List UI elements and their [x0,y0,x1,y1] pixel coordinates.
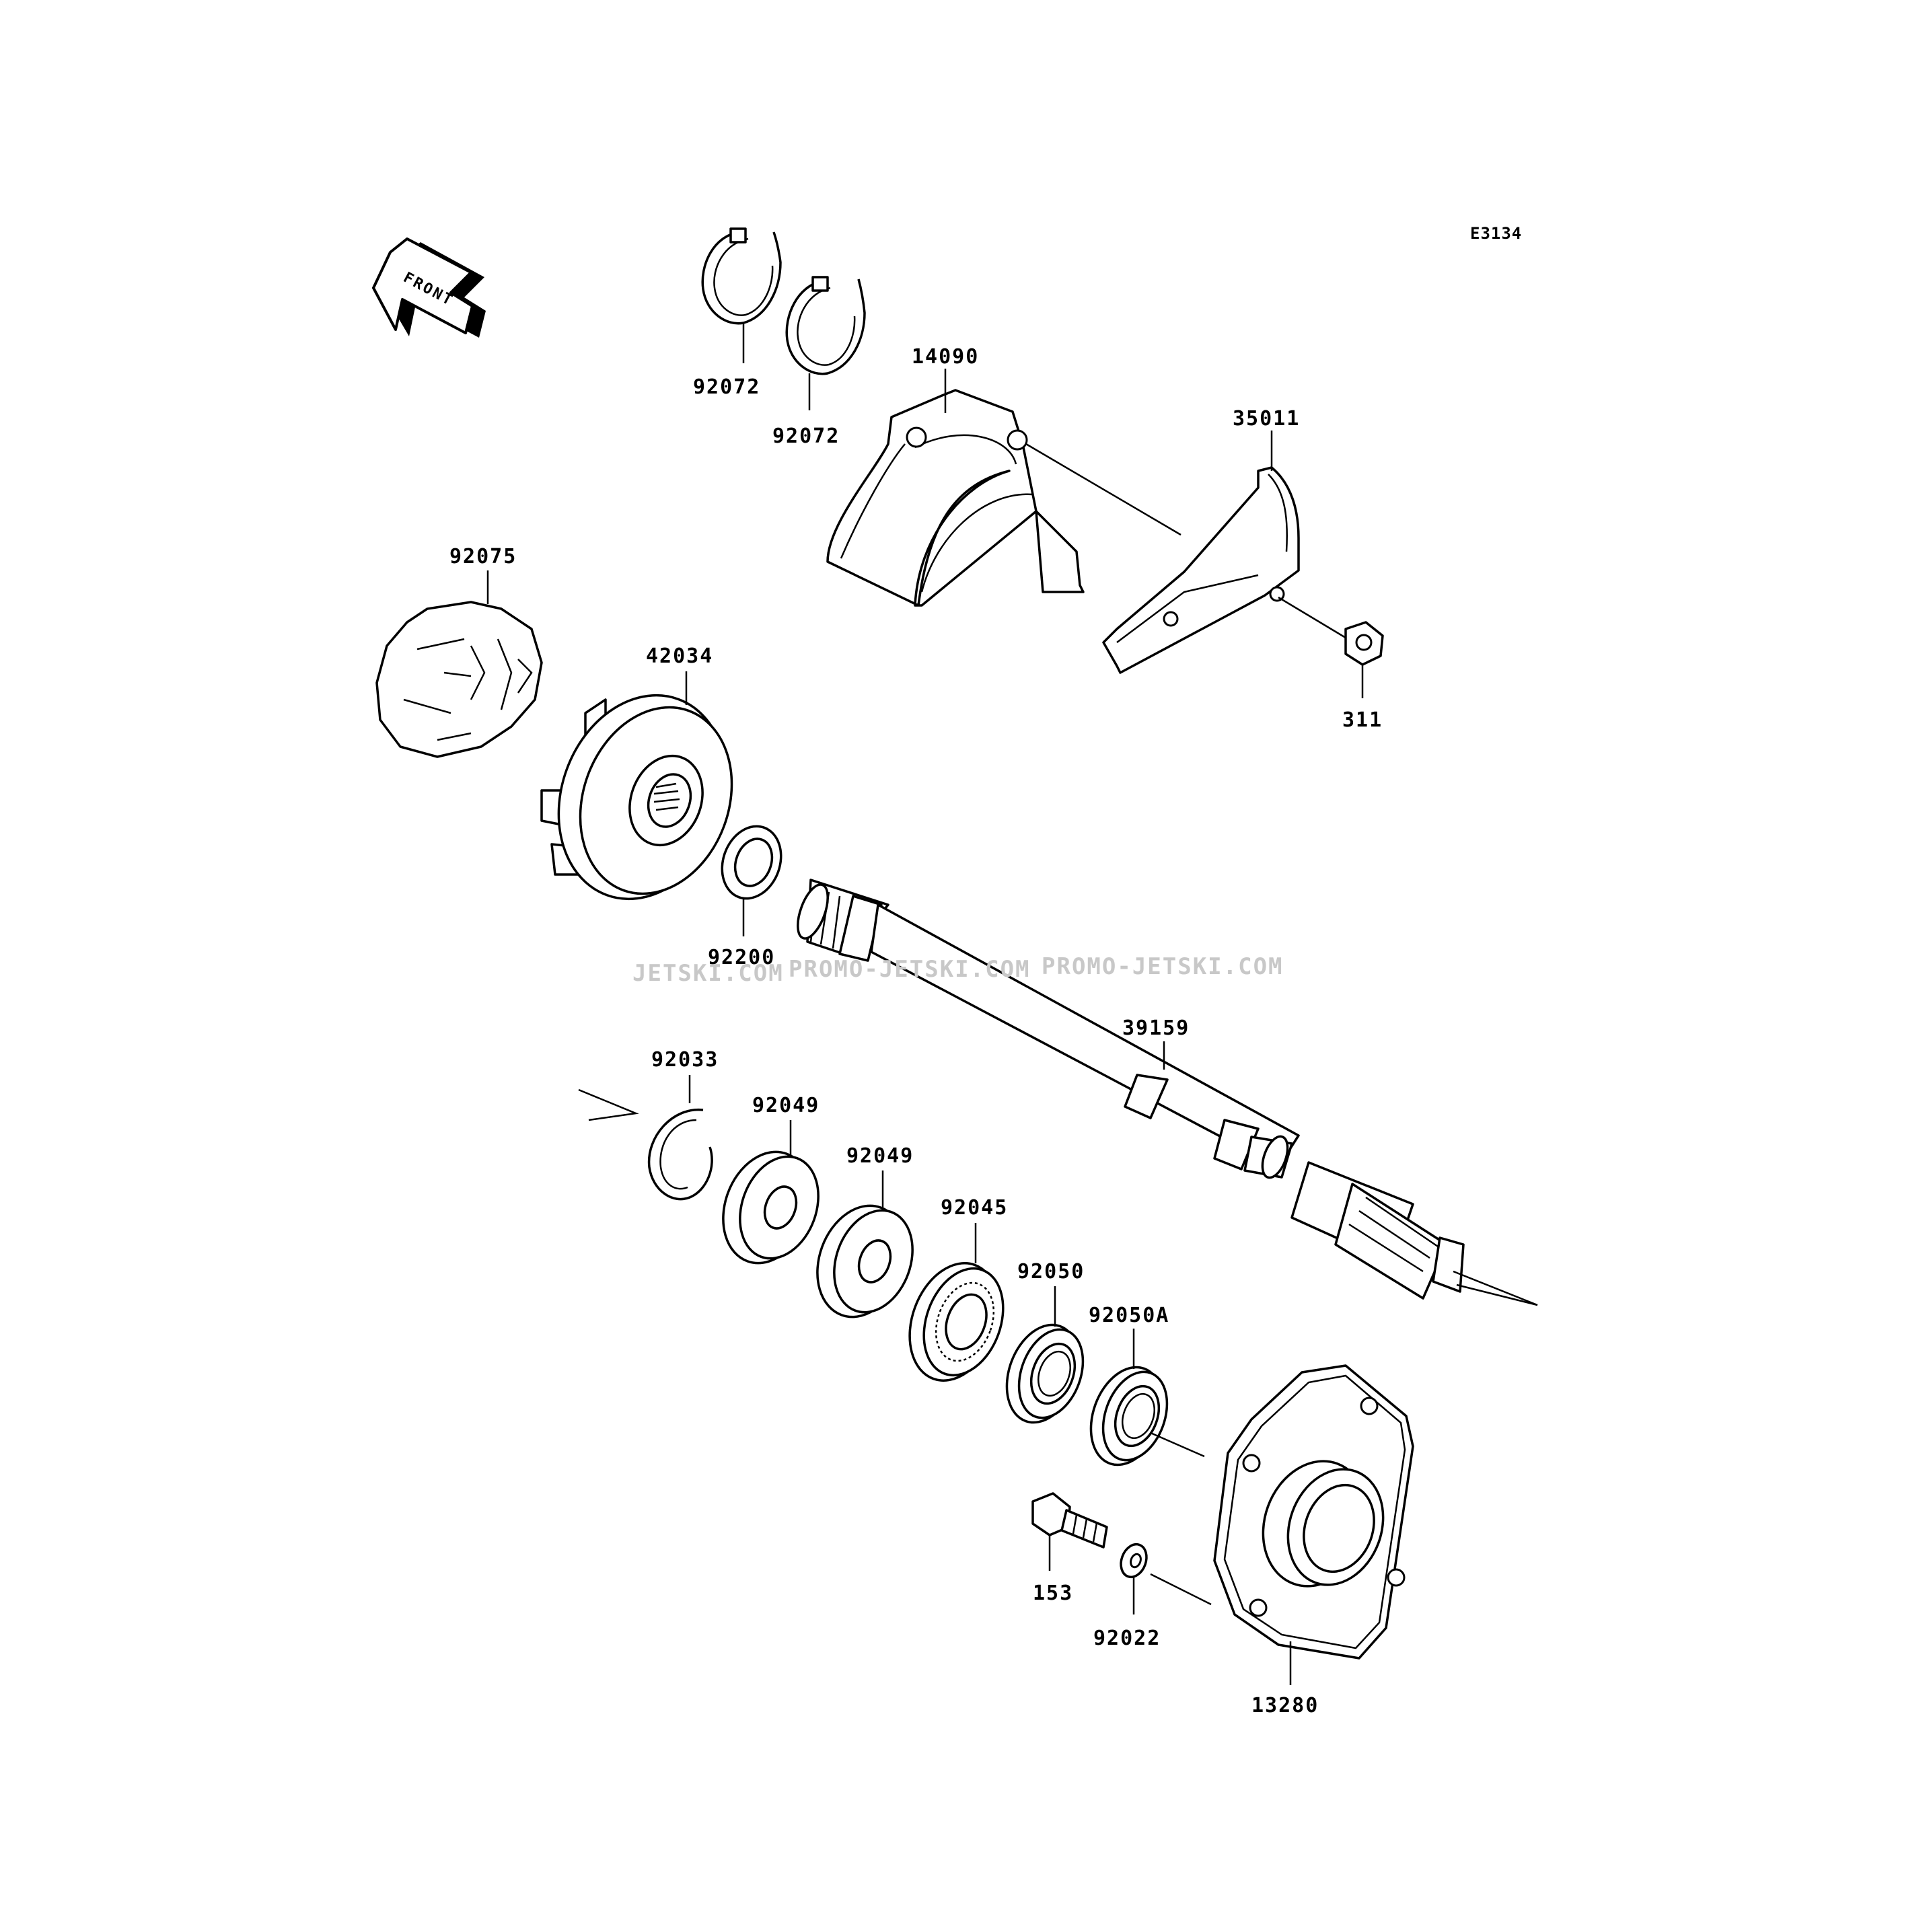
label-92049-a: 92049 [752,1094,820,1117]
label-311: 311 [1342,708,1383,732]
label-39159: 39159 [1122,1016,1190,1040]
label-92072-a: 92072 [693,375,760,399]
nut-311 [1344,621,1384,698]
damper-92075 [375,570,543,758]
label-92075: 92075 [449,545,517,568]
oil-seal-92050a [1089,1329,1205,1466]
label-92050a: 92050A [1089,1304,1169,1327]
label-92050: 92050 [1017,1260,1085,1284]
label-92072-b: 92072 [772,424,840,448]
label-92049-b: 92049 [846,1144,914,1168]
watermark-2: PROMO-JETSKI.COM [789,956,1031,983]
circlip-92033 [578,1075,713,1201]
clamp-a [701,227,782,363]
label-42034: 42034 [646,644,713,668]
label-153: 153 [1033,1582,1073,1605]
clamp-b [785,276,866,410]
collar-92049-b [816,1171,914,1318]
label-92200: 92200 [708,946,775,969]
label-35011: 35011 [1233,407,1300,431]
label-92022: 92022 [1093,1627,1161,1650]
watermark-1: JETSKI.COM [632,960,784,987]
label-13280: 13280 [1251,1694,1319,1717]
diagram-code: E3134 [1470,224,1522,243]
washer-92022 [1120,1543,1148,1614]
bearing-housing-13280 [1150,1364,1414,1685]
label-14090: 14090 [912,345,979,369]
label-92033: 92033 [651,1048,719,1072]
drive-shaft-39159 [797,879,1538,1306]
collar-92049-a [722,1120,820,1265]
washer-92200 [721,825,782,936]
cover-14090 [826,369,1181,607]
label-92045: 92045 [941,1196,1008,1220]
coupling-42034 [540,671,733,901]
oil-seal-92050 [1005,1286,1085,1424]
bolt-153 [1031,1492,1108,1571]
watermark-3: PROMO-JETSKI.COM [1042,953,1284,980]
bracket-35011 [1102,431,1346,674]
ball-bearing-92045 [908,1223,1005,1382]
front-arrow-icon: FRONT [372,237,486,338]
